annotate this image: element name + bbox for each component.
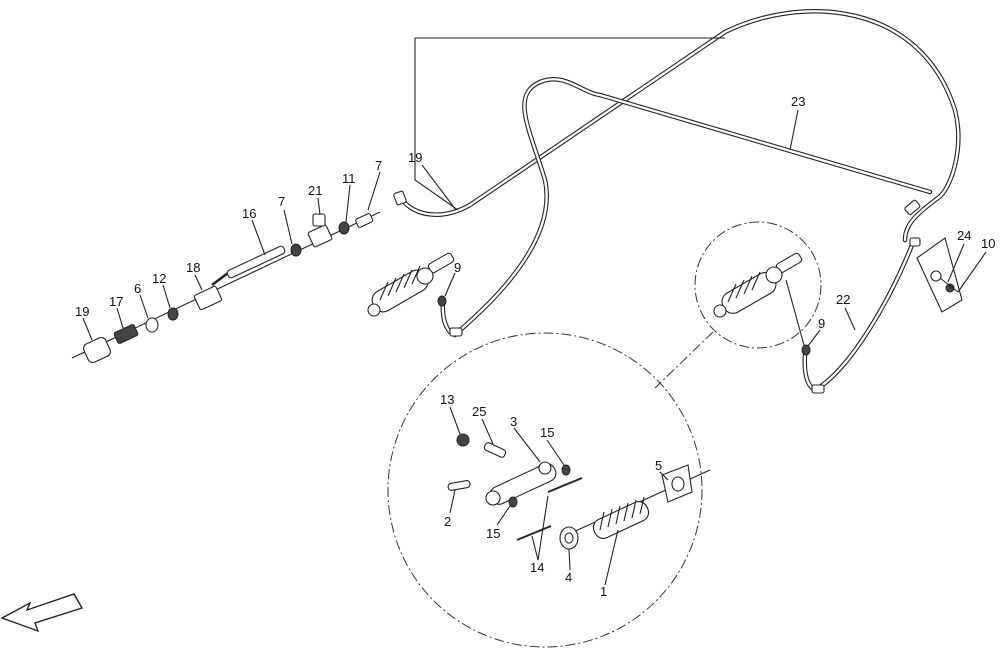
callout-17: 18 xyxy=(186,260,200,275)
callout-3: 3 xyxy=(510,414,517,429)
callout-20: 19 xyxy=(75,304,89,319)
leader-lines xyxy=(82,109,987,586)
callout-2: 2 xyxy=(444,514,451,529)
callout-13: 13 xyxy=(440,392,454,407)
callout-22: 22 xyxy=(836,292,850,307)
right-cylinder-detail xyxy=(694,221,822,356)
end-bracket xyxy=(916,237,963,313)
valve-assembly xyxy=(71,211,381,364)
callout-14: 14 xyxy=(530,560,544,575)
callout-9-left: 9 xyxy=(454,260,461,275)
callout-19: 19 xyxy=(408,150,422,165)
callout-21: 21 xyxy=(308,183,322,198)
callout-18: 17 xyxy=(109,294,123,309)
callout-15-top: 15 xyxy=(540,425,554,440)
callout-4: 4 xyxy=(565,570,572,585)
callout-5: 5 xyxy=(655,458,662,473)
callout-23: 23 xyxy=(791,94,805,109)
bracket-19 xyxy=(414,37,725,211)
callout-11: 11 xyxy=(342,171,356,186)
callout-8: 7 xyxy=(278,194,285,209)
exploded-detail xyxy=(387,332,711,648)
hose-fittings xyxy=(393,190,921,394)
callout-1: 1 xyxy=(600,584,607,599)
callout-6: 6 xyxy=(134,281,141,296)
callouts: 19 17 6 12 18 16 7 21 11 7 19 9 9 22 23 … xyxy=(75,94,995,599)
callout-24: 24 xyxy=(957,228,971,243)
orientation-arrow-icon xyxy=(0,593,84,633)
left-cylinder xyxy=(367,252,455,317)
callout-10: 10 xyxy=(981,236,995,251)
callout-12: 12 xyxy=(152,271,166,286)
callout-15-bottom: 15 xyxy=(486,526,500,541)
main-hose-loop xyxy=(397,9,961,393)
callout-25: 25 xyxy=(472,404,486,419)
callout-9-right: 9 xyxy=(818,316,825,331)
callout-16: 16 xyxy=(242,206,256,221)
callout-7: 7 xyxy=(375,158,382,173)
